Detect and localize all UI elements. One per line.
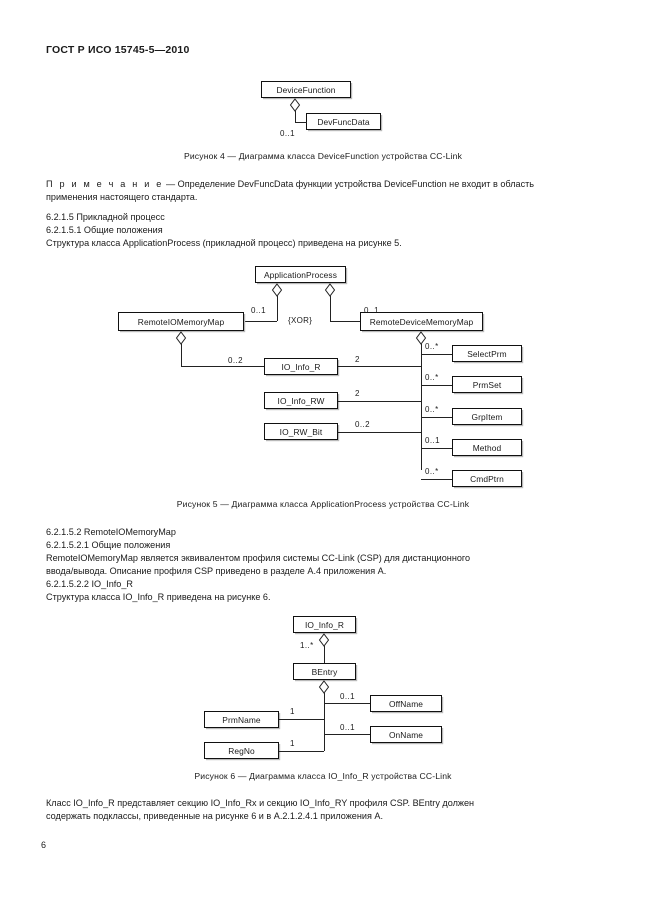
heading-6-2-1-5-1: 6.2.1.5.1 Общие положения bbox=[46, 224, 163, 238]
note-text-1: Определение DevFuncData функции устройст… bbox=[177, 179, 535, 189]
note-line-1: П р и м е ч а н и е — Определение DevFun… bbox=[46, 178, 534, 192]
figure4-connector-vertical bbox=[295, 111, 296, 122]
figure4-connector-horizontal bbox=[295, 122, 307, 123]
multiplicity-ap-riomm: 0..1 bbox=[251, 306, 266, 315]
note-dash: — bbox=[163, 179, 178, 189]
note-line-2: применения настоящего стандарта. bbox=[46, 192, 198, 202]
multiplicity-riomm-ioinfor: 0..2 bbox=[228, 356, 243, 365]
heading-6-2-1-5-1-text: 6.2.1.5.1 Общие положения bbox=[46, 225, 163, 235]
multiplicity-rdmm-grpitem: 0..* bbox=[425, 405, 439, 414]
figure-6-caption: Рисунок 6 — Диаграмма класса IO_Info_R у… bbox=[194, 771, 452, 781]
multiplicity-ap-rdmm: 0..1 bbox=[364, 306, 379, 315]
figure5-riomm-vertical bbox=[181, 344, 182, 366]
figure5-riomm-horizontal bbox=[181, 366, 264, 367]
class-box-reg-no: RegNo bbox=[204, 742, 279, 759]
paragraph-6-2-1-5-2-1-line-2: ввода/вывода. Описание профиля CSP приве… bbox=[46, 566, 387, 576]
heading-6-2-1-5-2: 6.2.1.5.2 RemoteIOMemoryMap bbox=[46, 526, 176, 540]
figure5-ioinforw-to-bus bbox=[338, 401, 421, 402]
heading-6-2-1-5-2-1-text: 6.2.1.5.2.1 Общие положения bbox=[46, 540, 171, 550]
class-box-off-name: OffName bbox=[370, 695, 442, 712]
figure5-ap-left-vertical bbox=[277, 296, 278, 321]
class-box-prm-name: PrmName bbox=[204, 711, 279, 728]
figure6-ioinfor-to-bentry-line bbox=[324, 646, 325, 663]
class-box-io-info-r-fig6: IO_Info_R bbox=[293, 616, 356, 633]
figure5-bus-to-grpitem bbox=[421, 417, 452, 418]
heading-6-2-1-5-2-text: 6.2.1.5.2 RemoteIOMemoryMap bbox=[46, 527, 176, 537]
multiplicity-ioinfor-rdmm: 2 bbox=[355, 355, 360, 364]
figure5-ioinfor-to-bus bbox=[338, 366, 421, 367]
class-box-select-prm: SelectPrm bbox=[452, 345, 522, 362]
class-box-remote-device-memory-map: RemoteDeviceMemoryMap bbox=[360, 312, 483, 331]
multiplicity-rdmm-method: 0..1 bbox=[425, 436, 440, 445]
xor-constraint-label: {XOR} bbox=[288, 316, 313, 325]
multiplicity-bentry-prmname: 1 bbox=[290, 707, 295, 716]
figure5-ap-left-horizontal bbox=[243, 321, 277, 322]
class-box-grp-item: GrpItem bbox=[452, 408, 522, 425]
class-box-io-rw-bit: IO_RW_Bit bbox=[264, 423, 338, 440]
figure-5-caption: Рисунок 5 — Диаграмма класса Application… bbox=[176, 499, 470, 509]
figure6-bus-to-onname bbox=[324, 734, 370, 735]
multiplicity-0-1: 0..1 bbox=[280, 129, 295, 138]
paragraph-6-2-1-5-1-text: Структура класса ApplicationProcess (при… bbox=[46, 238, 402, 248]
closing-paragraph-line-2: содержать подклассы, приведенные на рису… bbox=[46, 811, 383, 821]
note-label: П р и м е ч а н и е bbox=[46, 179, 164, 189]
heading-6-2-1-5-2-2: 6.2.1.5.2.2 IO_Info_R bbox=[46, 578, 133, 592]
figure5-bus-to-cmdptrn bbox=[421, 479, 452, 480]
class-box-cmd-ptrn: CmdPtrn bbox=[452, 470, 522, 487]
class-box-bentry: BEntry bbox=[293, 663, 356, 680]
class-box-io-info-r: IO_Info_R bbox=[264, 358, 338, 375]
closing-paragraph-text-1: Класс IO_Info_R представляет секцию IO_I… bbox=[46, 798, 475, 808]
figure5-ap-right-vertical bbox=[330, 296, 331, 321]
figure5-bus-to-prmset bbox=[421, 385, 452, 386]
class-box-on-name: OnName bbox=[370, 726, 442, 743]
multiplicity-rdmm-selectprm: 0..* bbox=[425, 342, 439, 351]
heading-6-2-1-5-2-2-text: 6.2.1.5.2.2 IO_Info_R bbox=[46, 579, 133, 589]
page-header: ГОСТ Р ИСО 15745-5—2010 bbox=[46, 44, 190, 56]
paragraph-6-2-1-5-2-1-line-1: RemoteIOMemoryMap является эквивалентом … bbox=[46, 552, 470, 566]
paragraph-6-2-1-5-1: Структура класса ApplicationProcess (при… bbox=[46, 237, 402, 251]
class-box-device-function: DeviceFunction bbox=[261, 81, 351, 98]
class-box-application-process: ApplicationProcess bbox=[255, 266, 346, 283]
figure5-iorwbit-to-bus bbox=[338, 432, 421, 433]
heading-6-2-1-5-text: 6.2.1.5 Прикладной процесс bbox=[46, 212, 165, 222]
figure-6-diagram: IO_Info_R 1..* BEntry OffName 0..1 OnNam… bbox=[204, 616, 442, 759]
class-box-remote-io-memory-map: RemoteIOMemoryMap bbox=[118, 312, 244, 331]
paragraph-6-2-1-5-2-1-text-1: RemoteIOMemoryMap является эквивалентом … bbox=[46, 553, 471, 563]
figure6-bentry-bus-vertical bbox=[324, 693, 325, 751]
multiplicity-rdmm-cmdptrn: 0..* bbox=[425, 467, 439, 476]
figure-5-diagram: ApplicationProcess 0..1 0..1 {XOR} Remot… bbox=[118, 266, 522, 487]
heading-6-2-1-5-2-1: 6.2.1.5.2.1 Общие положения bbox=[46, 539, 170, 553]
figure6-bus-to-offname bbox=[324, 703, 370, 704]
multiplicity-ioinforw-rdmm: 2 bbox=[355, 389, 360, 398]
figure6-regno-to-bus bbox=[279, 751, 324, 752]
figure5-rdmm-bus-vertical bbox=[421, 344, 422, 470]
multiplicity-rdmm-prmset: 0..* bbox=[425, 373, 439, 382]
aggregation-diamond-icon-bentry bbox=[318, 680, 330, 694]
heading-6-2-1-5: 6.2.1.5 Прикладной процесс bbox=[46, 211, 165, 225]
figure5-ap-right-horizontal bbox=[330, 321, 360, 322]
class-box-io-info-rw: IO_Info_RW bbox=[264, 392, 338, 409]
class-box-method: Method bbox=[452, 439, 522, 456]
class-box-prm-set: PrmSet bbox=[452, 376, 522, 393]
figure-4-caption: Рисунок 4 — Диаграмма класса DeviceFunct… bbox=[183, 151, 463, 161]
class-box-dev-func-data: DevFuncData bbox=[306, 113, 381, 130]
page-number: 6 bbox=[41, 840, 47, 850]
paragraph-6-2-1-5-2-2-text: Структура класса IO_Info_R приведена на … bbox=[46, 592, 271, 602]
figure-4-diagram: DeviceFunction DevFuncData 0..1 bbox=[0, 0, 646, 150]
multiplicity-bentry-regno: 1 bbox=[290, 739, 295, 748]
paragraph-6-2-1-5-2-2: Структура класса IO_Info_R приведена на … bbox=[46, 591, 271, 605]
multiplicity-ioinfor-bentry: 1..* bbox=[300, 641, 314, 650]
figure5-bus-to-selectprm bbox=[421, 354, 452, 355]
aggregation-diamond-icon-ioinfor bbox=[318, 633, 330, 647]
multiplicity-bentry-onname: 0..1 bbox=[340, 723, 355, 732]
figure5-bus-to-method bbox=[421, 448, 452, 449]
multiplicity-bentry-offname: 0..1 bbox=[340, 692, 355, 701]
figure6-prmname-to-bus bbox=[279, 719, 324, 720]
closing-paragraph-line-1: Класс IO_Info_R представляет секцию IO_I… bbox=[46, 797, 474, 811]
multiplicity-iorwbit-rdmm: 0..2 bbox=[355, 420, 370, 429]
